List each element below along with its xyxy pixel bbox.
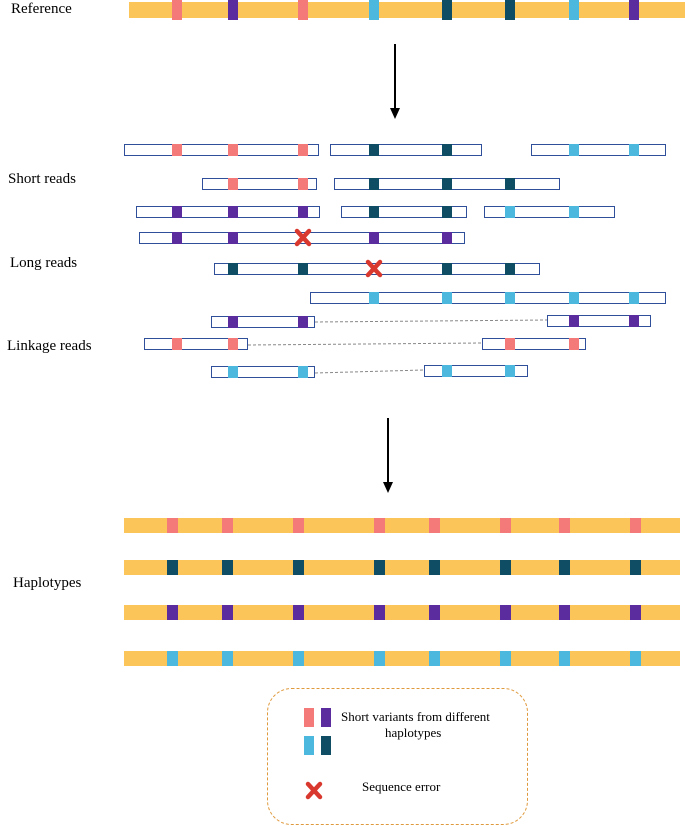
long-reads-label: Long reads [10, 255, 77, 271]
long-read [310, 292, 666, 304]
legend-error-label: Sequence error [362, 779, 441, 794]
legend-variants-label-line2: haplotypes [385, 725, 441, 740]
long-read [139, 228, 465, 247]
variant-marker [298, 0, 308, 20]
variant-marker [569, 0, 579, 20]
short-read [202, 178, 317, 190]
short-read [334, 178, 560, 190]
legend-variants-label-line1: Short variants from different [341, 709, 490, 724]
legend-swatch-cyan [304, 736, 314, 755]
variant-marker [172, 0, 182, 20]
reference-sequence [129, 0, 685, 20]
variant-marker [228, 0, 238, 20]
linkage-reads-group [144, 315, 651, 378]
haplotypes-group [124, 518, 680, 666]
short-read [136, 206, 320, 218]
short-reads-label: Short reads [8, 171, 76, 187]
reference-bar [129, 2, 685, 18]
reference-label: Reference [11, 1, 72, 17]
short-read [531, 144, 666, 156]
x-mark-icon [365, 259, 383, 278]
short-read [330, 144, 482, 156]
variant-marker [369, 0, 379, 20]
short-read [124, 144, 319, 156]
haplotype [124, 560, 680, 575]
legend-swatch-teal [321, 736, 331, 755]
legend-swatch-purple [321, 708, 331, 727]
linkage-reads-label: Linkage reads [7, 338, 92, 354]
haplotype [124, 651, 680, 666]
haplotype [124, 518, 680, 533]
linkage-read-pair [144, 338, 586, 350]
haplotypes-label: Haplotypes [13, 575, 81, 591]
variant-marker [442, 0, 452, 20]
long-reads-group [139, 228, 666, 304]
variant-marker [505, 0, 515, 20]
arrow-down-icon [390, 44, 400, 119]
haplotype [124, 605, 680, 620]
linkage-read-pair [211, 315, 651, 328]
legend-swatch-salmon [304, 708, 314, 727]
linkage-read-pair [211, 365, 528, 378]
short-read [484, 206, 615, 218]
x-mark-icon [305, 781, 323, 800]
short-read [341, 206, 467, 218]
arrow-down-icon [383, 418, 393, 493]
long-read [214, 259, 540, 278]
legend: Short variants from different haplotypes… [267, 688, 528, 825]
legend-box [267, 688, 528, 825]
x-mark-icon [294, 228, 312, 247]
short-reads-group [124, 144, 666, 218]
variant-marker [629, 0, 639, 20]
